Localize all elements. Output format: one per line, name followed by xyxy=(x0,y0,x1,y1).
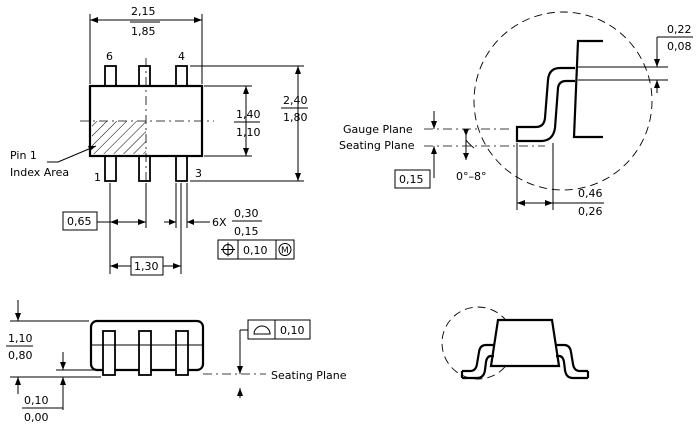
detail-circle xyxy=(473,11,653,191)
side-height-min: 0,80 xyxy=(8,349,33,362)
pin-1-label: 1 xyxy=(94,171,101,184)
angle-value: 0°–8° xyxy=(456,170,487,183)
body-height-max: 1,40 xyxy=(236,108,261,121)
end-view-left-lead xyxy=(460,343,494,380)
end-view xyxy=(441,306,590,380)
position-tolerance-frame: 0,10 M xyxy=(217,239,295,260)
pin-3-label: 3 xyxy=(195,167,202,180)
width-min: 1,85 xyxy=(131,25,156,38)
lead-3 xyxy=(175,154,188,182)
lead-1 xyxy=(104,154,117,182)
lead-width-min: 0,15 xyxy=(234,225,259,238)
flatness-tolerance-frame: 0,10 xyxy=(239,319,311,340)
pin-4-label: 4 xyxy=(178,50,185,63)
lead-detail-view: 0,22 0,08 Gauge Plane Seating Plane 0,15… xyxy=(339,11,693,218)
span-value: 1,30 xyxy=(134,260,159,273)
foot-min: 0,26 xyxy=(578,205,603,218)
pitch-value: 0,65 xyxy=(67,215,92,228)
span-box xyxy=(130,256,164,276)
gauge-value: 0,15 xyxy=(399,173,424,186)
foot-max: 0,46 xyxy=(578,187,603,200)
detail-body-edge xyxy=(572,39,603,139)
end-view-right-lead xyxy=(556,343,590,380)
gauge-value-box xyxy=(394,169,431,189)
position-tolerance-value: 0,10 xyxy=(243,244,268,257)
pin-6-label: 6 xyxy=(106,50,113,63)
seating-plane-label-detail: Seating Plane xyxy=(339,139,415,152)
index-label-line1: Pin 1 xyxy=(10,149,37,162)
lead-count: 6X xyxy=(212,216,227,229)
lead-4 xyxy=(175,65,188,89)
body-height-min: 1,10 xyxy=(236,126,261,139)
lead-2 xyxy=(138,154,151,182)
side-lead-3 xyxy=(175,330,189,376)
pitch-box xyxy=(62,211,98,231)
flatness-value: 0,10 xyxy=(280,324,305,337)
mmc-symbol: M xyxy=(281,246,289,256)
detail-lead xyxy=(515,66,575,143)
thickness-min: 0,08 xyxy=(667,40,692,53)
standoff-min: 0,00 xyxy=(24,411,49,424)
lead-6 xyxy=(104,65,117,89)
side-lead-2 xyxy=(138,330,152,376)
end-view-body xyxy=(489,318,561,368)
width-max: 2,15 xyxy=(131,5,156,18)
overall-height-max: 2,40 xyxy=(283,94,308,107)
index-leader xyxy=(47,145,97,163)
top-view: 6 4 1 3 Pin 1 Index Area 2,15 1,85 1,40 … xyxy=(10,5,308,276)
pin1-index-area xyxy=(92,121,146,154)
overall-height-min: 1,80 xyxy=(283,111,308,124)
gauge-plane-label: Gauge Plane xyxy=(343,123,413,136)
standoff-max: 0,10 xyxy=(24,394,49,407)
mmc-icon xyxy=(278,243,292,256)
side-lead-1 xyxy=(102,330,116,376)
side-height-max: 1,10 xyxy=(8,332,33,345)
thickness-max: 0,22 xyxy=(667,23,692,36)
lead-width-max: 0,30 xyxy=(234,207,259,220)
profile-surface-icon xyxy=(253,325,271,335)
side-view: Seating Plane 1,10 0,80 0,10 0,00 0,10 xyxy=(6,300,347,424)
index-label-line2: Index Area xyxy=(10,166,69,179)
side-seating-plane-label: Seating Plane xyxy=(271,369,347,382)
lead-5 xyxy=(138,65,151,89)
